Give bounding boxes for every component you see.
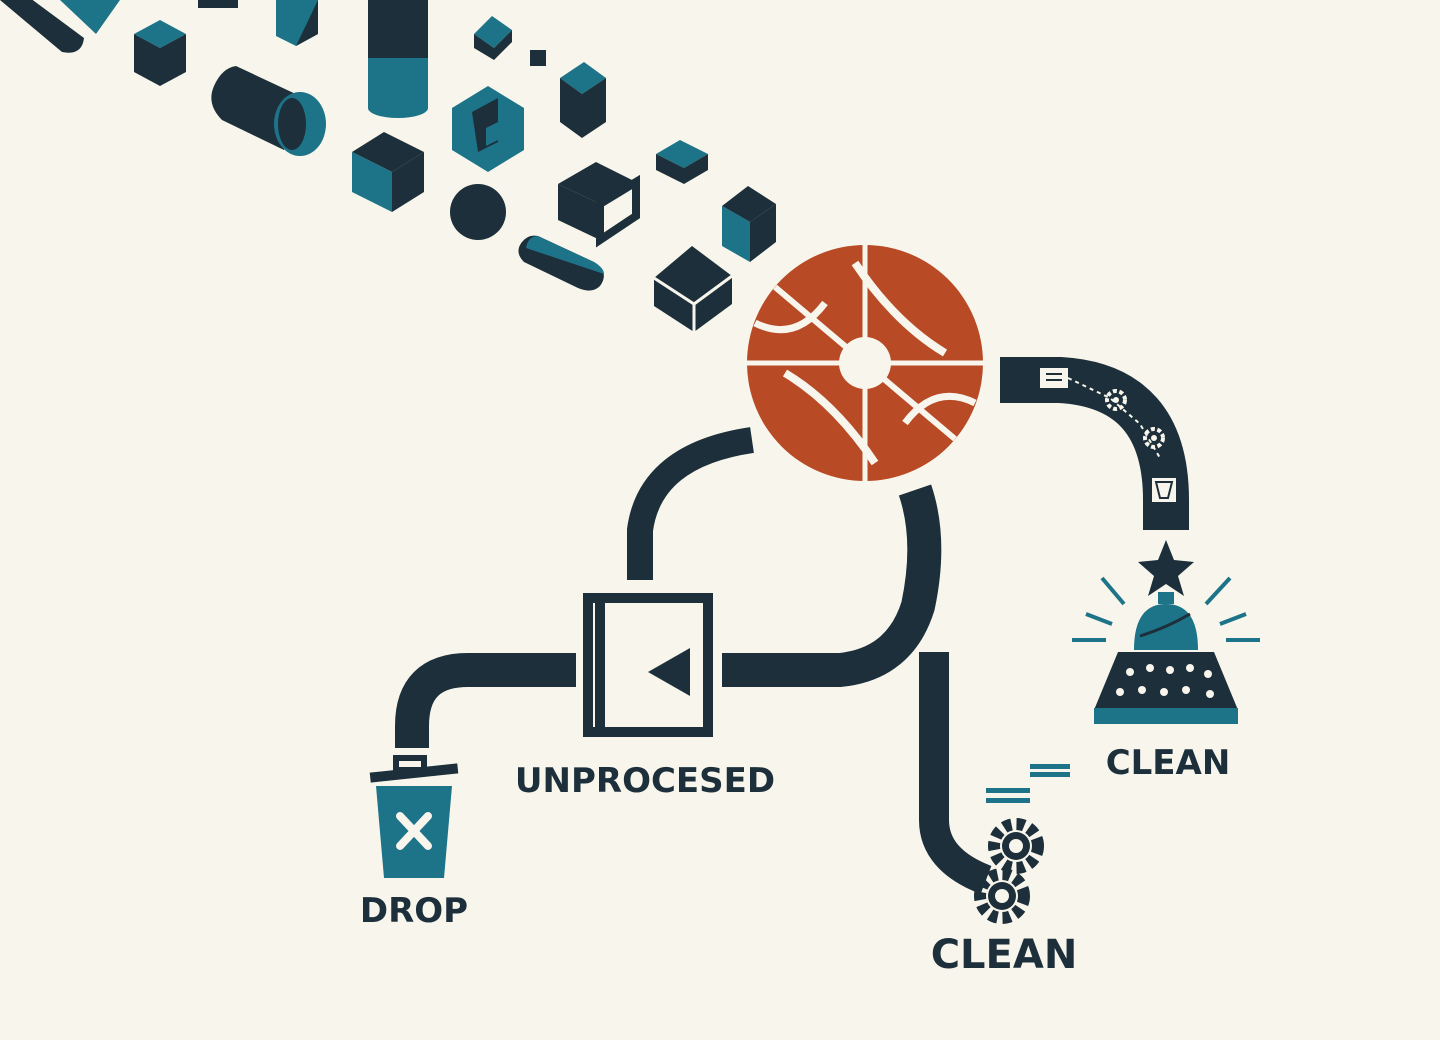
unprocessed-label: UNPROCESED bbox=[515, 761, 775, 801]
data-block-dot bbox=[530, 50, 546, 66]
drop-label: DROP bbox=[360, 891, 468, 931]
data-block-cube-2 bbox=[134, 20, 186, 86]
data-block-box bbox=[558, 162, 640, 248]
data-block-cylinder-2 bbox=[211, 66, 326, 156]
gear-icon bbox=[1105, 389, 1127, 411]
data-block-cube-7 bbox=[653, 246, 733, 332]
data-block-slab bbox=[656, 140, 708, 184]
segmented-disc-icon bbox=[747, 245, 983, 481]
pipe-to-drop bbox=[395, 653, 576, 748]
data-block-cube-1 bbox=[276, 0, 318, 46]
data-block-cube-6 bbox=[722, 186, 776, 262]
pipe-to-clean-lower bbox=[919, 652, 992, 894]
clean-lower-icons bbox=[974, 764, 1070, 924]
gear-icon bbox=[1143, 427, 1165, 449]
gear-icon bbox=[988, 818, 1044, 874]
gate-door-icon bbox=[583, 593, 713, 737]
dash-lines bbox=[986, 764, 1070, 803]
clean-right-label: CLEAN bbox=[1106, 743, 1231, 783]
data-block-cylinder-1 bbox=[0, 0, 238, 53]
trash-bin-icon bbox=[369, 755, 459, 878]
data-block-pill bbox=[518, 235, 604, 291]
bell-dots bbox=[1116, 664, 1214, 698]
pipes bbox=[395, 357, 1189, 894]
incoming-data-blocks bbox=[0, 0, 776, 332]
close-icon bbox=[396, 812, 432, 850]
data-block-cube-3 bbox=[474, 16, 512, 60]
data-block-hex-cube bbox=[452, 86, 524, 172]
pipe-to-gate bbox=[627, 427, 755, 580]
pipe-hub-down bbox=[722, 484, 942, 687]
bell-shine-lines bbox=[1072, 576, 1260, 642]
data-block-cube-5 bbox=[352, 132, 424, 212]
gear-icon bbox=[974, 868, 1030, 924]
data-block-sphere bbox=[450, 184, 506, 240]
data-block-pillar bbox=[368, 0, 428, 118]
pipe-to-clean-right bbox=[1000, 357, 1189, 530]
star-icon bbox=[1138, 540, 1194, 596]
service-bell-icon bbox=[1072, 576, 1260, 724]
pipe-process-details bbox=[1040, 368, 1176, 502]
data-block-cube-4 bbox=[560, 62, 606, 138]
clean-lower-label: CLEAN bbox=[931, 932, 1078, 978]
